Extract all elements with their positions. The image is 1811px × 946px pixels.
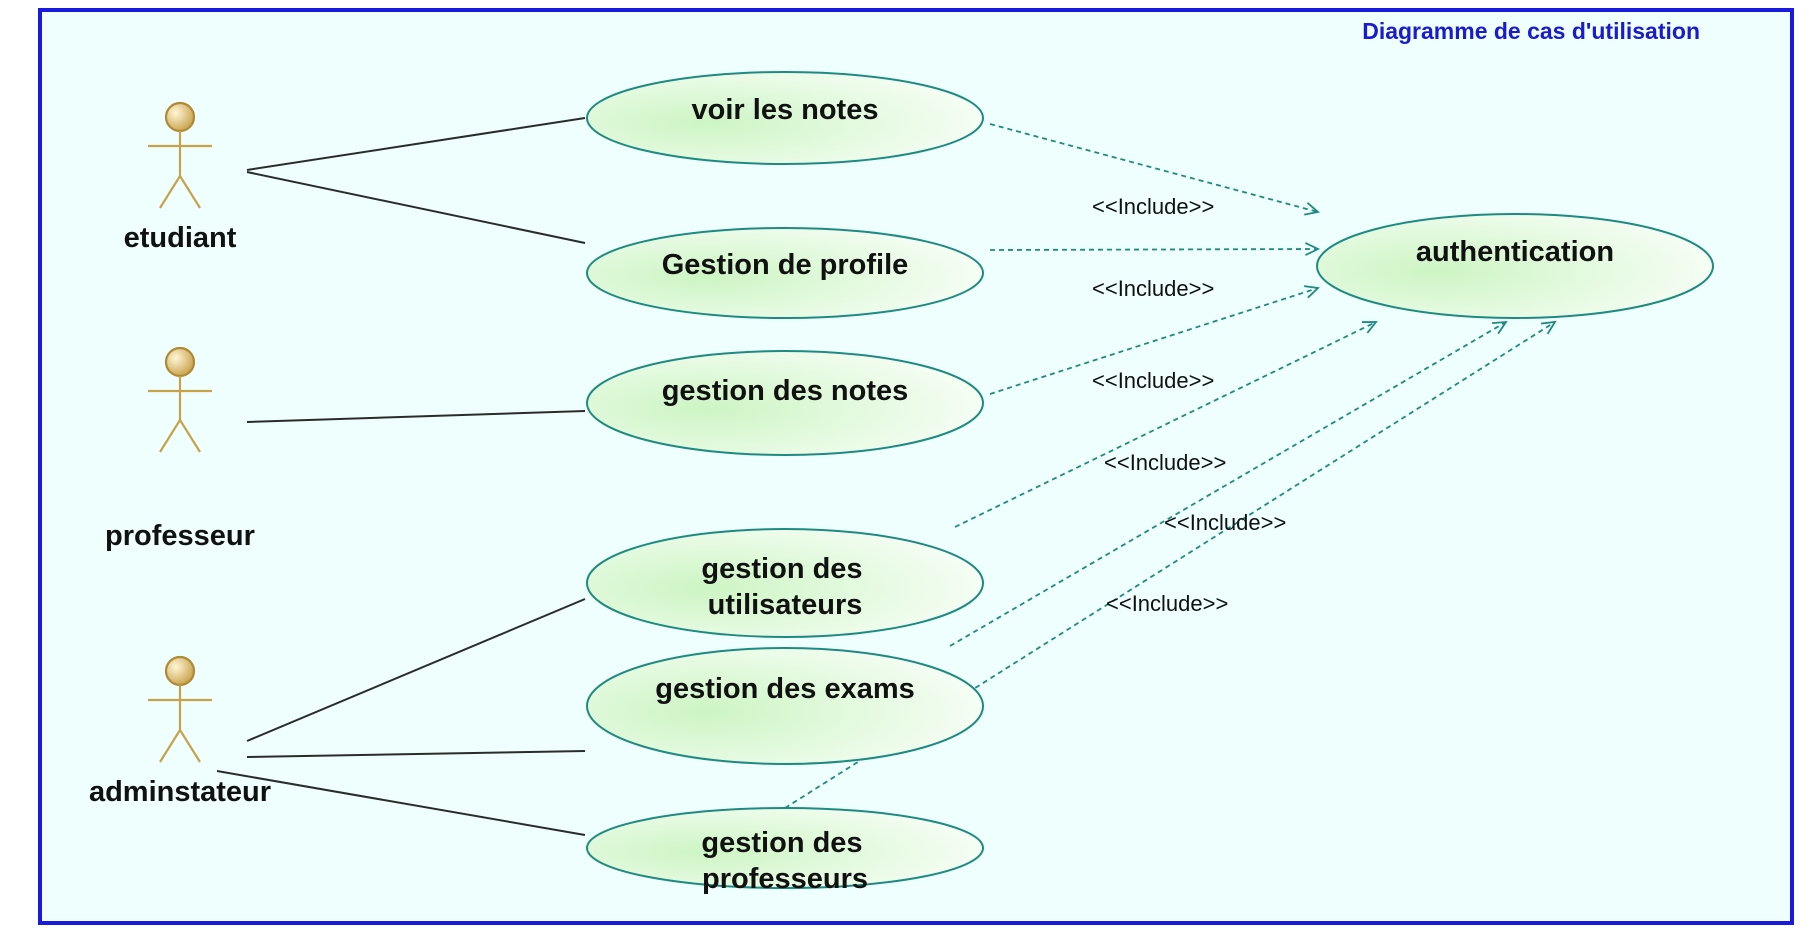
include-label: <<Include>>	[1092, 368, 1214, 393]
actor-adminstateur[interactable]: adminstateur	[89, 655, 271, 808]
include-label: <<Include>>	[1092, 276, 1214, 301]
include-line-utilisateurs	[954, 321, 1377, 528]
stick-figure-icon	[148, 101, 212, 209]
include-arrowhead	[1304, 242, 1321, 256]
include-arrowhead	[1491, 320, 1508, 335]
association-line-professeur-gest_notes	[246, 410, 586, 423]
svg-text:professeurs: professeurs	[702, 863, 868, 895]
svg-text:gestion des: gestion des	[701, 827, 862, 859]
include-line-professeurs	[784, 321, 1556, 809]
include-arrowhead	[1540, 320, 1557, 335]
include-labels: <<Include>> <<Include>> <<Include>> <<In…	[1092, 194, 1286, 616]
association-lines	[216, 117, 586, 836]
include-arrowhead	[1304, 202, 1320, 216]
include-label: <<Include>>	[1164, 510, 1286, 535]
svg-text:professeur: professeur	[105, 520, 255, 552]
svg-text:gestion des notes: gestion des notes	[662, 375, 909, 407]
actor-etudiant[interactable]: etudiant	[124, 101, 237, 254]
use-case-gestion-de-profile[interactable]: Gestion de profile	[586, 227, 984, 319]
use-case-voir-les-notes[interactable]: voir les notes	[586, 71, 984, 165]
stick-figure-icon	[148, 346, 212, 453]
include-line-gest_notes	[989, 287, 1319, 395]
svg-text:etudiant: etudiant	[124, 222, 237, 254]
include-arrowhead	[1361, 321, 1378, 334]
include-line-profile	[989, 248, 1319, 251]
svg-text:Gestion de profile: Gestion de profile	[662, 249, 909, 281]
association-line-etudiant-voir_notes	[246, 117, 586, 171]
svg-text:adminstateur: adminstateur	[89, 776, 271, 808]
svg-text:gestion des exams: gestion des exams	[655, 673, 915, 705]
svg-text:gestion des: gestion des	[701, 553, 862, 585]
association-line-adminstateur-professeurs	[216, 770, 586, 836]
stick-figure-icon	[148, 655, 212, 763]
svg-text:voir les notes: voir les notes	[692, 94, 879, 126]
use-case-gestion-des-exams[interactable]: gestion des exams	[586, 647, 984, 765]
include-lines	[784, 123, 1557, 809]
include-label: <<Include>>	[1106, 591, 1228, 616]
svg-text:authentication: authentication	[1416, 236, 1614, 268]
include-label: <<Include>>	[1104, 450, 1226, 475]
diagram-frame	[38, 8, 1794, 925]
use-case-gestion-des-notes[interactable]: gestion des notes	[586, 350, 984, 456]
association-line-adminstateur-utilisateurs	[246, 598, 586, 742]
include-line-voir_notes	[989, 123, 1319, 213]
use-case-authentication[interactable]: authentication	[1316, 213, 1714, 319]
include-arrowhead	[1304, 285, 1320, 299]
association-line-etudiant-profile	[246, 171, 586, 244]
use-case-gestion-des-professeurs[interactable]: gestion des professeurs	[586, 807, 984, 895]
association-line-adminstateur-exams	[246, 750, 586, 758]
actor-professeur[interactable]: professeur	[105, 346, 255, 552]
diagram-title: Diagramme de cas d'utilisation	[1362, 18, 1700, 44]
include-label: <<Include>>	[1092, 194, 1214, 219]
svg-text:utilisateurs: utilisateurs	[708, 589, 863, 621]
use-case-gestion-des-utilisateurs[interactable]: gestion des utilisateurs	[586, 528, 984, 638]
